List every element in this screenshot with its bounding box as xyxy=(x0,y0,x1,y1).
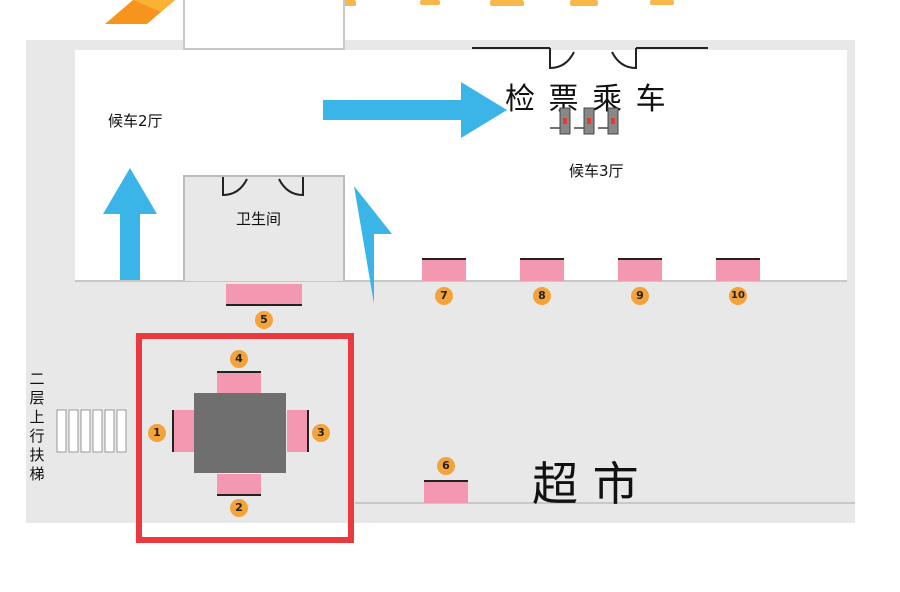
restroom-label: 卫生间 xyxy=(236,210,282,228)
gate-1-badge: 1 xyxy=(148,424,166,442)
gate-8-badge: 8 xyxy=(533,287,551,305)
right-arrow-icon xyxy=(323,82,507,138)
turnstile-icon xyxy=(550,107,619,135)
gate-5-badge: 5 xyxy=(255,311,273,329)
door-icon xyxy=(472,47,708,70)
gate-3 xyxy=(287,410,309,452)
gate-7 xyxy=(422,258,466,281)
escalator-steps-icon xyxy=(56,409,127,453)
gate-10 xyxy=(716,258,760,281)
waiting-hall-2-label: 候车2厅 xyxy=(108,112,163,130)
gate-4-badge: 4 xyxy=(230,350,248,368)
gate-9-badge: 9 xyxy=(631,287,649,305)
gate-4 xyxy=(217,371,261,393)
upper-room xyxy=(183,0,345,50)
gate-2-badge: 2 xyxy=(230,499,248,517)
gate-7-badge: 7 xyxy=(435,287,453,305)
gate-9 xyxy=(618,258,662,281)
waiting-hall-3-label: 候车3厅 xyxy=(569,162,624,180)
gate-6 xyxy=(424,480,468,503)
gate-6-badge: 6 xyxy=(437,457,455,475)
gate-2 xyxy=(217,474,261,496)
route-arrow-icon xyxy=(354,186,392,304)
supermarket-line xyxy=(355,502,855,504)
highlight-box xyxy=(136,333,354,543)
gate-8 xyxy=(520,258,564,281)
logo-icon xyxy=(105,0,175,24)
restroom-room xyxy=(183,175,345,281)
central-pillar xyxy=(194,393,286,473)
gate-3-badge: 3 xyxy=(312,424,330,442)
door-icon xyxy=(222,177,304,197)
gate-5 xyxy=(226,284,302,306)
gate-1 xyxy=(172,410,194,452)
supermarket-label: 超 市 xyxy=(532,457,639,511)
up-arrow-icon xyxy=(103,168,157,280)
gate-10-badge: 10 xyxy=(729,287,747,305)
hall-bottom-line xyxy=(75,280,847,282)
escalator-label: 二 层 上 行 扶 梯 xyxy=(29,370,45,483)
